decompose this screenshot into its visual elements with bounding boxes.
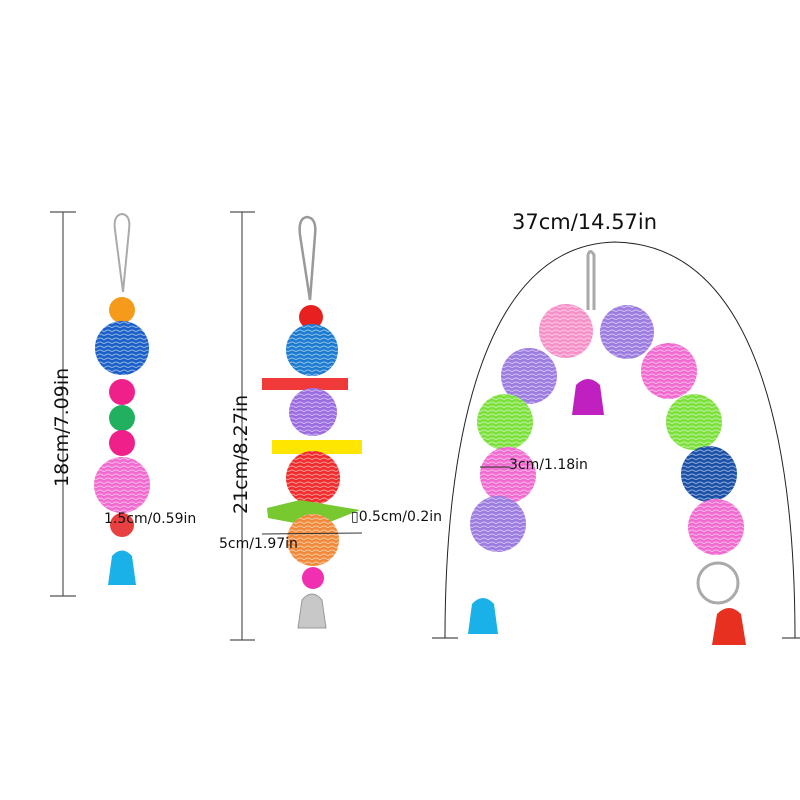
toy-arch	[432, 241, 800, 645]
ring-icon	[696, 561, 740, 605]
bell-icon	[572, 379, 604, 415]
toy-left-ball-label: 1.5cm/0.59in	[104, 511, 197, 527]
clip-icon	[113, 212, 131, 293]
bell-icon	[468, 598, 498, 634]
clip-icon	[298, 215, 317, 301]
bell-icon	[108, 550, 136, 585]
clip-icon	[586, 250, 596, 310]
toy-middle	[230, 211, 363, 641]
bell-icon	[297, 593, 327, 629]
toy-middle-thickness-label: ▯0.5cm/0.2in	[351, 509, 443, 525]
toy-arch-ball-label: 3cm/1.18in	[509, 457, 588, 473]
toy-arch-width-label: 37cm/14.57in	[512, 210, 658, 234]
toy-middle-height-label: 21cm/8.27in	[230, 394, 252, 514]
toy-left-height-label: 18cm/7.09in	[51, 367, 73, 487]
toy-left	[50, 211, 150, 597]
bell-icon	[712, 608, 746, 645]
toy-middle-width-label: 5cm/1.97in	[219, 536, 298, 552]
